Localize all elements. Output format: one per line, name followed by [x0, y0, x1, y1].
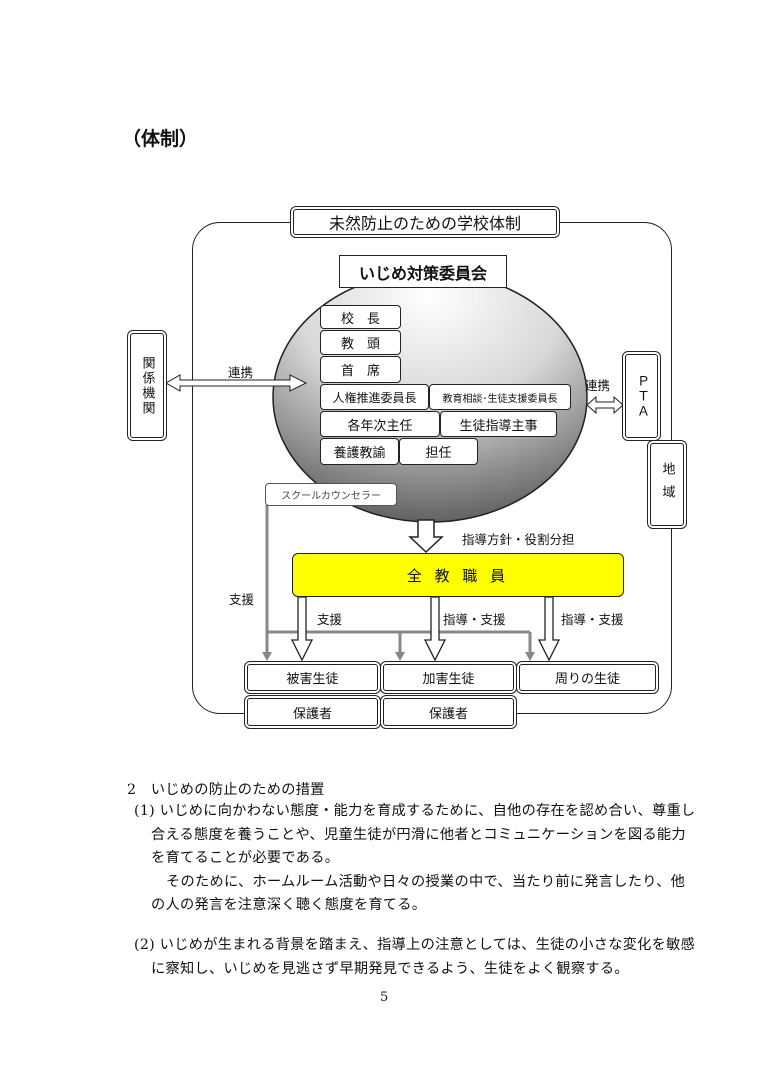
- victim-guardians-box: 保護者: [244, 695, 381, 729]
- down-block-arrow: [408, 519, 444, 554]
- member-grade-heads: 各年次主任: [320, 411, 440, 437]
- arrow-label-guidance-1: 指導・支援: [443, 612, 506, 627]
- link-label-right: 連携: [585, 378, 611, 393]
- all-staff-box: 全 教 職 員: [292, 553, 624, 597]
- counselor-support-lines: [265, 505, 532, 655]
- arrow-label-support: 支援: [317, 612, 343, 627]
- perpetrator-students-box: 加害生徒: [380, 661, 517, 694]
- perpetrator-guardians-box: 保護者: [380, 695, 517, 729]
- pta-box: ＰＴＡ: [622, 351, 661, 441]
- link-label-left: 連携: [228, 365, 254, 380]
- member-counseling-chair: 教育相談･生徒支援委員長: [429, 384, 571, 410]
- heading: （体制）: [122, 128, 199, 150]
- arrow-label-guidance-2: 指導・支援: [561, 612, 624, 627]
- staff-down-arrows: [290, 596, 561, 662]
- community-box: 地域: [647, 440, 687, 529]
- page-number: 5: [380, 990, 389, 1005]
- member-human-rights-chair: 人権推進委員長: [320, 384, 429, 410]
- section-title: 2 いじめの防止のための措置: [127, 782, 325, 798]
- policy-label: 指導方針・役割分担: [462, 532, 575, 547]
- member-vice-principal: 教 頭: [320, 330, 401, 355]
- link-arrow-left: [164, 374, 308, 392]
- committee-title: いじめ対策委員会: [339, 255, 507, 288]
- member-head-teacher: 首 席: [320, 356, 401, 383]
- diagram-title: 未然防止のための学校体制: [290, 206, 560, 238]
- link-arrow-right: [586, 395, 624, 415]
- item1-line: (1) いじめに向かわない態度・能力を育成するために、自他の存在を認め合い、尊重…: [134, 803, 696, 819]
- member-nurse: 養護教諭: [320, 438, 399, 465]
- related-agencies-box: 関係機関: [127, 330, 167, 441]
- item2-line: に察知し、いじめを見逃さず早期発見できるよう、生徒をよく観察する。: [151, 961, 629, 977]
- support-label-left: 支援: [229, 592, 255, 607]
- item1-line: そのために、ホームルーム活動や日々の授業の中で、当たり前に発言したり、他: [166, 874, 686, 890]
- item1-line: の人の発言を注意深く聴く態度を育てる。: [151, 897, 427, 913]
- item1-line: 合える態度を養うことや、児童生徒が円滑に他者とコミュニケーションを図る能力: [151, 827, 686, 843]
- member-principal: 校 長: [320, 305, 401, 329]
- school-counselor-box: スクールカウンセラー: [265, 483, 397, 506]
- bystander-students-box: 周りの生徒: [516, 661, 659, 694]
- item2-line: (2) いじめが生まれる背景を踏まえ、指導上の注意としては、生徒の小さな変化を敏…: [134, 937, 696, 953]
- member-homeroom: 担任: [399, 438, 478, 465]
- member-guidance-head: 生徒指導主事: [440, 411, 557, 437]
- item1-line: を育てることが必要である。: [151, 850, 340, 866]
- victim-students-box: 被害生徒: [244, 661, 381, 694]
